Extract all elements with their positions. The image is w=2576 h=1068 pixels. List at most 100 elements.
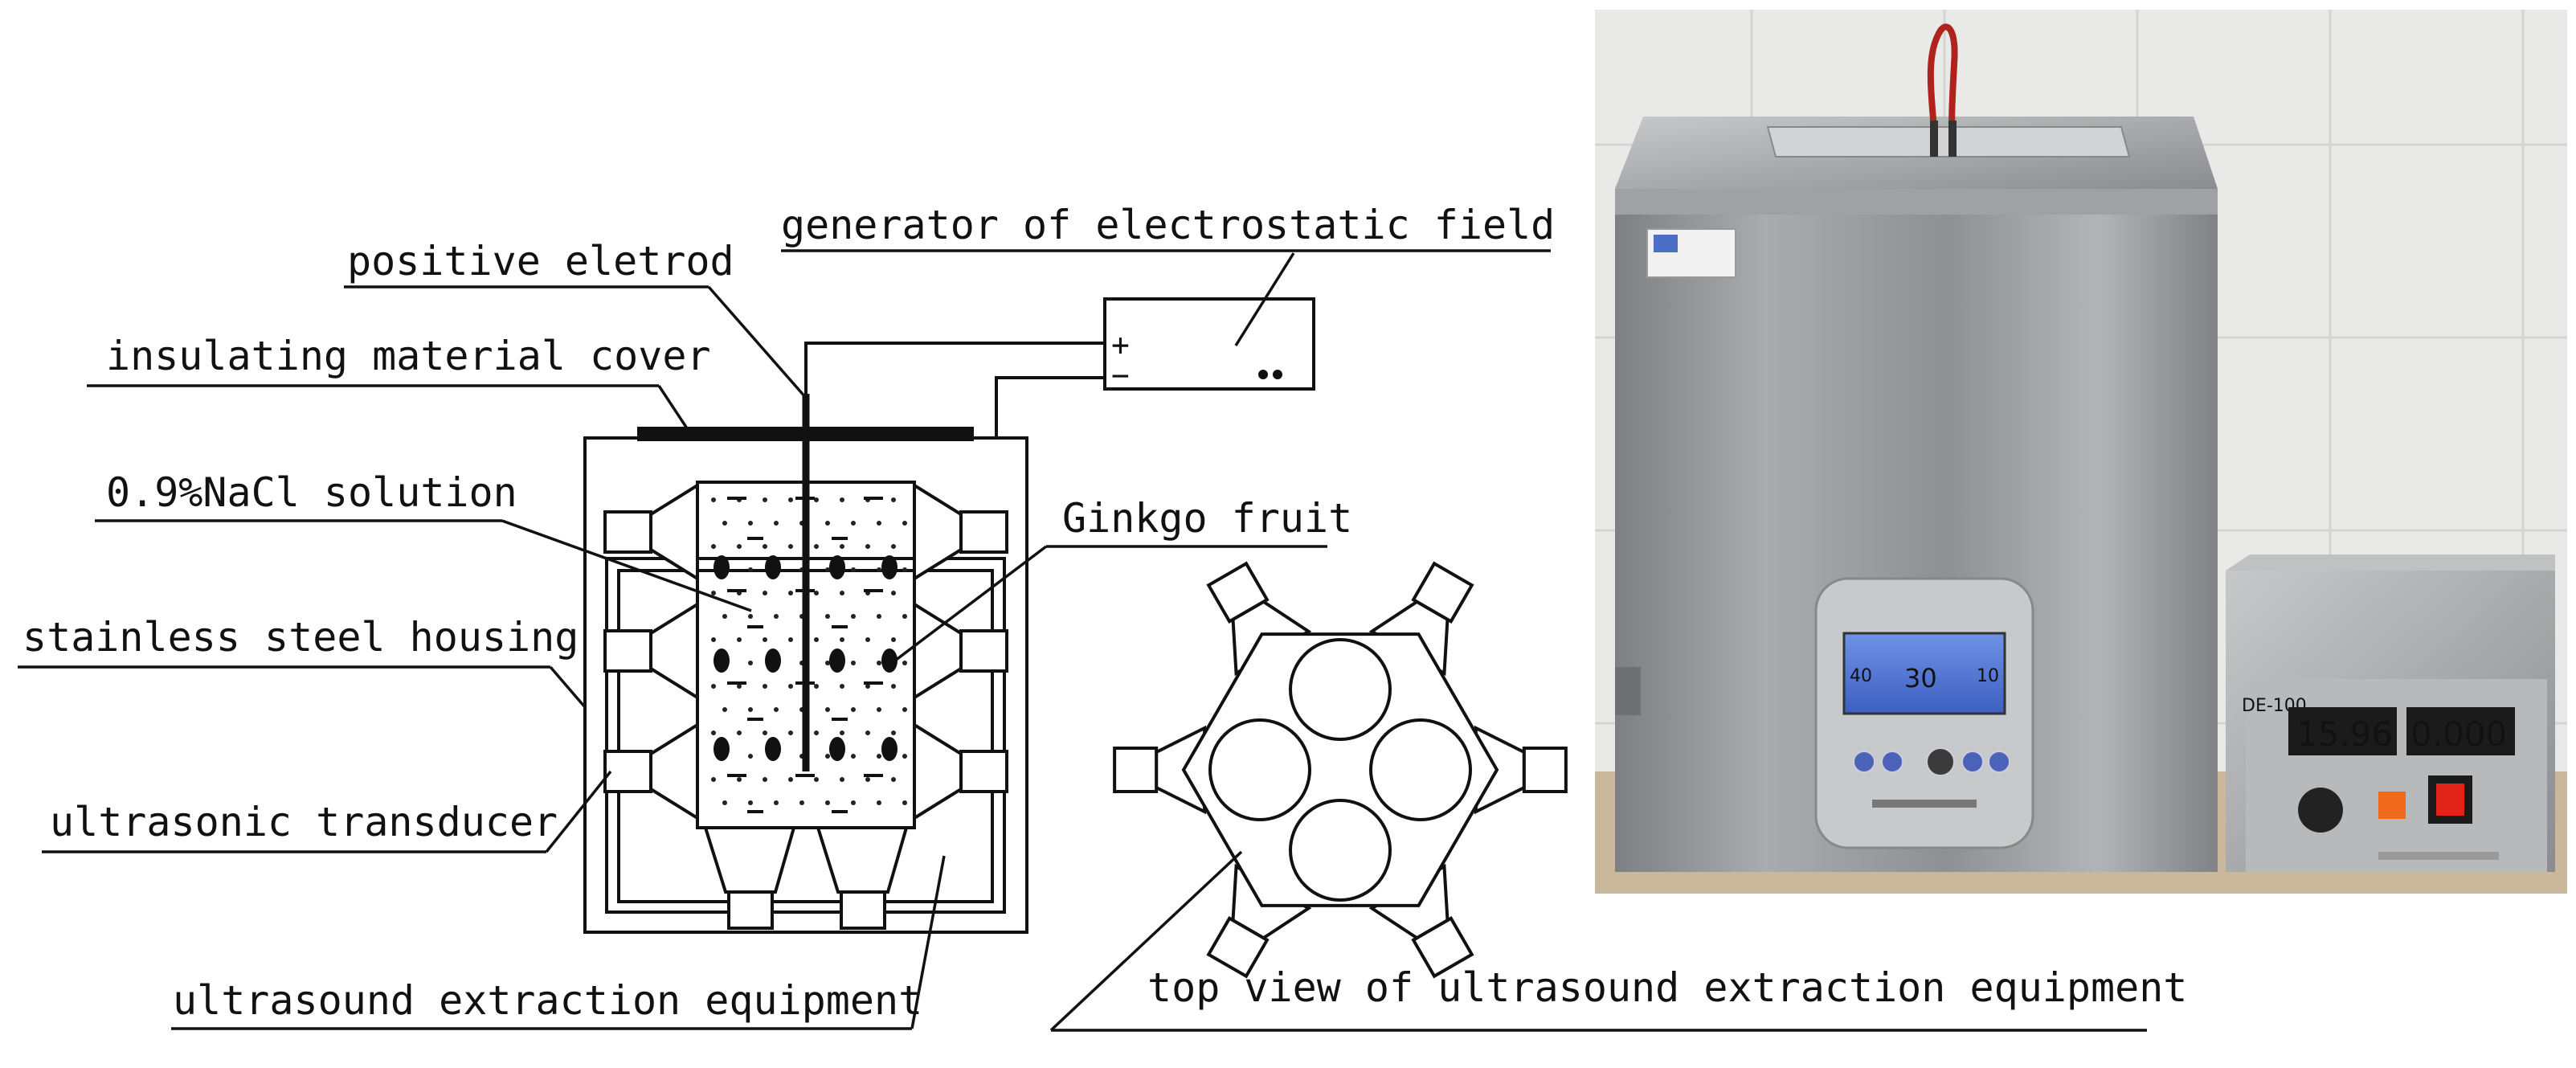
solution-dot: [891, 544, 896, 549]
solution-dot: [788, 591, 793, 595]
label-extraction-equipment: ultrasound extraction equipment: [173, 977, 922, 1024]
solution-dot: [865, 544, 870, 549]
label-ginkgo: Ginkgo fruit: [1062, 495, 1352, 542]
solution-dot: [891, 730, 896, 735]
solution-dot: [711, 497, 716, 502]
solution-dot: [774, 614, 779, 619]
transducer-horn-right: [913, 722, 963, 821]
solution-dot: [814, 637, 819, 642]
ginkgo-fruit: [881, 737, 898, 761]
solution-dot: [877, 567, 881, 572]
lcd-screen: [1842, 632, 2006, 715]
ginkgo-fruit: [829, 555, 845, 579]
solution-dot: [774, 707, 779, 712]
solution-dot: [711, 637, 716, 642]
solution-dot: [814, 497, 819, 502]
solution-dot: [825, 567, 830, 572]
solution-dot: [840, 684, 844, 689]
transducer-block-left: [603, 629, 652, 673]
solution-dot: [788, 497, 793, 502]
top-view-vessel: [1289, 799, 1392, 902]
solution-dot: [748, 521, 753, 526]
ginkgo-fruit: [714, 737, 730, 761]
solution-dot: [825, 661, 830, 665]
label-positive-electrode: positive eletrod: [347, 238, 734, 284]
solution-dot: [748, 567, 753, 572]
solution-dot: [825, 707, 830, 712]
top-view-vessel: [1208, 718, 1311, 821]
solution-dot: [711, 730, 716, 735]
solution-dot: [774, 521, 779, 526]
bottom-transducers: [703, 826, 909, 930]
ginkgo-fruit: [765, 737, 781, 761]
nacl-solution-dots: [711, 497, 907, 805]
transducer-horn-right: [913, 482, 963, 582]
transducer-block-left: [603, 750, 652, 793]
ginkgo-fruit: [714, 649, 730, 673]
lcd-left: 40: [1850, 666, 1872, 686]
solution-dot: [865, 777, 870, 782]
solution-dot: [840, 777, 844, 782]
label-transducer: ultrasonic transducer: [50, 799, 558, 845]
solution-dot: [865, 637, 870, 642]
solution-dot: [814, 777, 819, 782]
ginkgo-fruit: [829, 737, 845, 761]
solution-dot: [891, 637, 896, 642]
solution-dot: [825, 521, 830, 526]
solution-dot: [763, 684, 767, 689]
indicator-light: [2378, 792, 2406, 819]
solution-dot: [737, 777, 742, 782]
solution-dot: [788, 544, 793, 549]
solution-dot: [711, 684, 716, 689]
solution-dot: [891, 684, 896, 689]
equipment-photo: 40 30 10 DE-100 15.96 0.000: [1595, 10, 2567, 894]
solution-dot: [902, 707, 907, 712]
generator-minus-terminal: −: [1111, 358, 1130, 393]
generator-box: [1103, 297, 1315, 391]
transducer-horn-left: [649, 482, 699, 582]
top-view-vessel: [1289, 638, 1392, 741]
solution-dot: [825, 614, 830, 619]
ginkgo-fruit: [765, 649, 781, 673]
transducer-block-right: [959, 510, 1008, 554]
solution-dot: [763, 637, 767, 642]
solution-dot: [865, 730, 870, 735]
solution-dot: [763, 544, 767, 549]
solution-dot: [748, 800, 753, 805]
solution-dot: [737, 544, 742, 549]
lcd-right: 10: [1977, 666, 1999, 686]
positive-wire: [804, 342, 1105, 394]
solution-dot: [814, 730, 819, 735]
solution-dot: [865, 684, 870, 689]
solution-dot: [722, 521, 727, 526]
solution-dot: [840, 544, 844, 549]
solution-dot: [877, 707, 881, 712]
solution-dot: [722, 614, 727, 619]
ginkgo-fruits: [714, 555, 898, 761]
solution-dot: [814, 591, 819, 595]
solution-dot: [737, 684, 742, 689]
transducer-horn-right: [913, 601, 963, 701]
solution-dot: [840, 730, 844, 735]
solution-dot: [891, 777, 896, 782]
display-left-value: 15.96: [2296, 714, 2393, 754]
solution-dot: [737, 637, 742, 642]
top-view-schematic: [1113, 561, 1568, 979]
solution-dot: [902, 800, 907, 805]
solution-dot: [851, 707, 856, 712]
ginkgo-fruit: [829, 649, 845, 673]
solution-dot: [825, 754, 830, 759]
solution-dot: [748, 754, 753, 759]
solution-dot: [774, 800, 779, 805]
transducer-block-right: [959, 750, 1008, 793]
solution-dot: [763, 730, 767, 735]
solution-dot: [902, 567, 907, 572]
transducer-horn-left: [649, 601, 699, 701]
solution-dot: [851, 614, 856, 619]
lcd-center: 30: [1904, 663, 1937, 694]
solution-dot: [902, 614, 907, 619]
solution-dot: [902, 661, 907, 665]
leader-lines: [18, 249, 2147, 1032]
solution-dot: [814, 544, 819, 549]
